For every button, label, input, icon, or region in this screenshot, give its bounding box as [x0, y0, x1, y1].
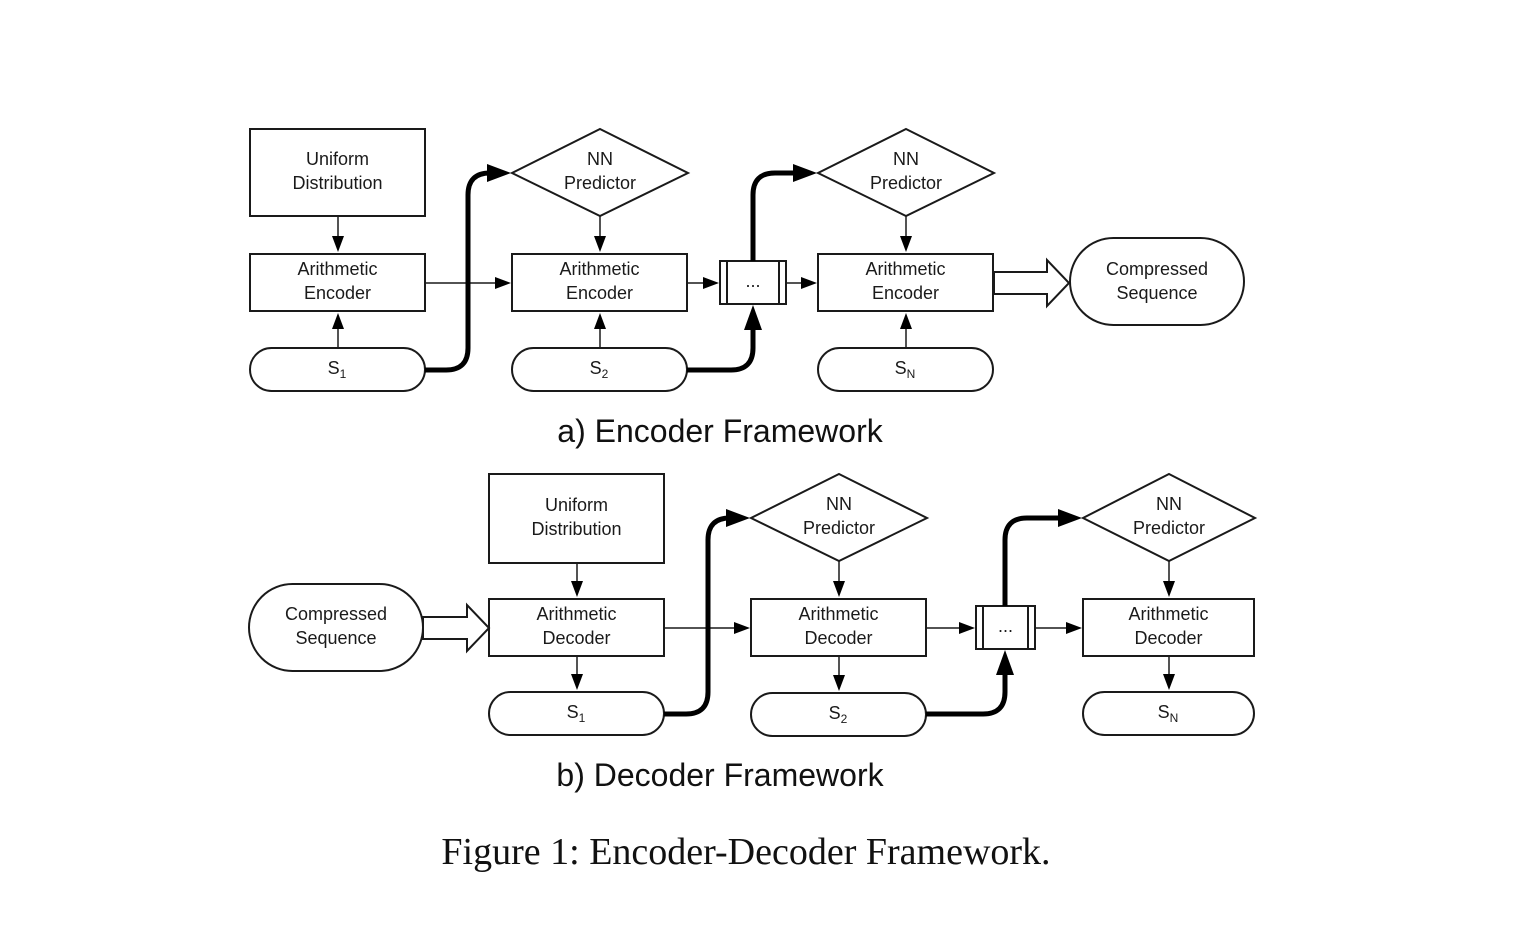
- enc-arithmetic-encoder-2: Arithmetic Encoder: [511, 253, 688, 312]
- dec-uniform-line2: Distribution: [531, 519, 621, 539]
- dec-compressed-line2: Sequence: [295, 628, 376, 648]
- dec-arithmetic-decoder-2: Arithmetic Decoder: [750, 598, 927, 657]
- decoder-panel: Compressed Sequence Uniform Distribution…: [248, 472, 1258, 793]
- dec-ad2-line2: Decoder: [804, 628, 872, 648]
- dec-panel-caption: b) Decoder Framework: [556, 757, 884, 793]
- enc-ae1-line2: Encoder: [304, 283, 371, 303]
- enc-nn-predictor-1: NN Predictor: [509, 127, 691, 218]
- enc-uniform-line1: Uniform: [306, 149, 369, 169]
- dec-arithmetic-decoder-1: Arithmetic Decoder: [488, 598, 665, 657]
- enc-uniform-line2: Distribution: [292, 173, 382, 193]
- dec-connector-ad1-to-s1: [571, 656, 583, 690]
- enc-compressed-line1: Compressed: [1106, 259, 1208, 279]
- enc-compressed-sequence: Compressed Sequence: [1069, 237, 1245, 326]
- dec-nn1-line1: NN: [826, 494, 852, 514]
- enc-nn2-line1: NN: [893, 149, 919, 169]
- enc-nn1-line1: NN: [587, 149, 613, 169]
- enc-ae3-line1: Arithmetic: [865, 259, 945, 279]
- figure-caption: Figure 1: Encoder-Decoder Framework.: [441, 831, 1050, 873]
- dec-nn2-line2: Predictor: [1133, 518, 1205, 538]
- enc-thick-connector-s1-to-nn1: [425, 164, 511, 373]
- enc-connector-s2-to-ae2: [594, 313, 606, 348]
- enc-sn-terminal: SN: [817, 347, 994, 392]
- dec-s2-terminal: S2: [750, 692, 927, 737]
- enc-uniform-distribution-box: Uniform Distribution: [249, 128, 426, 217]
- enc-s1-terminal: S1: [249, 347, 426, 392]
- enc-ellipsis-text: ...: [745, 271, 760, 291]
- dec-connector-ad2-to-s2: [833, 656, 845, 691]
- enc-ae1-line1: Arithmetic: [297, 259, 377, 279]
- dec-s2-label: S2: [829, 703, 848, 726]
- enc-thick-connector-ellipsis-to-nn2: [750, 164, 817, 261]
- enc-panel-caption: a) Encoder Framework: [557, 413, 883, 449]
- enc-connector-ae1-to-ae2: [425, 277, 511, 289]
- dec-thick-connector-ellipsis-to-nn2: [1002, 509, 1082, 606]
- dec-ad3-line1: Arithmetic: [1128, 604, 1208, 624]
- enc-ellipsis-process: ...: [719, 260, 787, 305]
- dec-ellipsis-process: ...: [975, 605, 1036, 650]
- dec-hollow-arrow-from-compressed: [422, 602, 491, 654]
- dec-compressed-line1: Compressed: [285, 604, 387, 624]
- dec-compressed-sequence: Compressed Sequence: [248, 583, 424, 672]
- enc-connector-nn2-to-ae3: [900, 216, 912, 252]
- encoder-panel: Uniform Distribution Arithmetic Encoder …: [249, 127, 1245, 449]
- enc-s2-terminal: S2: [511, 347, 688, 392]
- enc-connector-uniform-to-ae1: [332, 216, 344, 252]
- dec-connector-ad2-to-ellipsis: [926, 622, 975, 634]
- dec-ad1-line2: Decoder: [542, 628, 610, 648]
- enc-hollow-arrow-to-compressed: [993, 257, 1071, 309]
- enc-arithmetic-encoder-3: Arithmetic Encoder: [817, 253, 994, 312]
- dec-arithmetic-decoder-3: Arithmetic Decoder: [1082, 598, 1255, 657]
- enc-ae2-line1: Arithmetic: [559, 259, 639, 279]
- enc-nn2-line2: Predictor: [870, 173, 942, 193]
- enc-connector-ae2-to-ellipsis: [687, 277, 719, 289]
- enc-s1-label: S1: [328, 358, 347, 381]
- dec-sn-terminal: SN: [1082, 691, 1255, 736]
- dec-connector-nn2-to-ad3: [1163, 561, 1175, 597]
- dec-ad3-line2: Decoder: [1134, 628, 1202, 648]
- dec-connector-ad3-to-sn: [1163, 656, 1175, 690]
- dec-thick-connector-s1-to-nn1: [664, 509, 750, 717]
- dec-nn-predictor-1: NN Predictor: [748, 472, 930, 563]
- dec-nn1-line2: Predictor: [803, 518, 875, 538]
- enc-compressed-line2: Sequence: [1116, 283, 1197, 303]
- dec-sn-label: SN: [1158, 702, 1179, 725]
- dec-connector-nn1-to-ad2: [833, 561, 845, 597]
- dec-ad2-line1: Arithmetic: [798, 604, 878, 624]
- dec-nn-predictor-2: NN Predictor: [1080, 472, 1258, 563]
- dec-ad1-line1: Arithmetic: [536, 604, 616, 624]
- enc-arithmetic-encoder-1: Arithmetic Encoder: [249, 253, 426, 312]
- dec-thick-connector-s2-to-ellipsis: [926, 650, 1014, 717]
- enc-ae3-line2: Encoder: [872, 283, 939, 303]
- dec-uniform-line1: Uniform: [545, 495, 608, 515]
- dec-s1-terminal: S1: [488, 691, 665, 736]
- enc-nn1-line2: Predictor: [564, 173, 636, 193]
- enc-connector-sn-to-ae3: [900, 313, 912, 348]
- enc-s2-label: S2: [590, 358, 609, 381]
- enc-connector-nn1-to-ae2: [594, 216, 606, 252]
- dec-connector-ellipsis-to-ad3: [1035, 622, 1082, 634]
- enc-ae2-line2: Encoder: [566, 283, 633, 303]
- enc-connector-ellipsis-to-ae3: [786, 277, 817, 289]
- dec-s1-label: S1: [567, 702, 586, 725]
- dec-connector-uniform-to-ad1: [571, 563, 583, 597]
- enc-sn-label: SN: [895, 358, 916, 381]
- dec-nn2-line1: NN: [1156, 494, 1182, 514]
- dec-ellipsis-text: ...: [998, 616, 1013, 636]
- enc-nn-predictor-2: NN Predictor: [815, 127, 997, 218]
- enc-thick-connector-s2-to-ellipsis: [687, 305, 762, 373]
- enc-connector-s1-to-ae1: [332, 313, 344, 348]
- dec-connector-ad1-to-ad2: [664, 622, 750, 634]
- dec-uniform-distribution-box: Uniform Distribution: [488, 473, 665, 564]
